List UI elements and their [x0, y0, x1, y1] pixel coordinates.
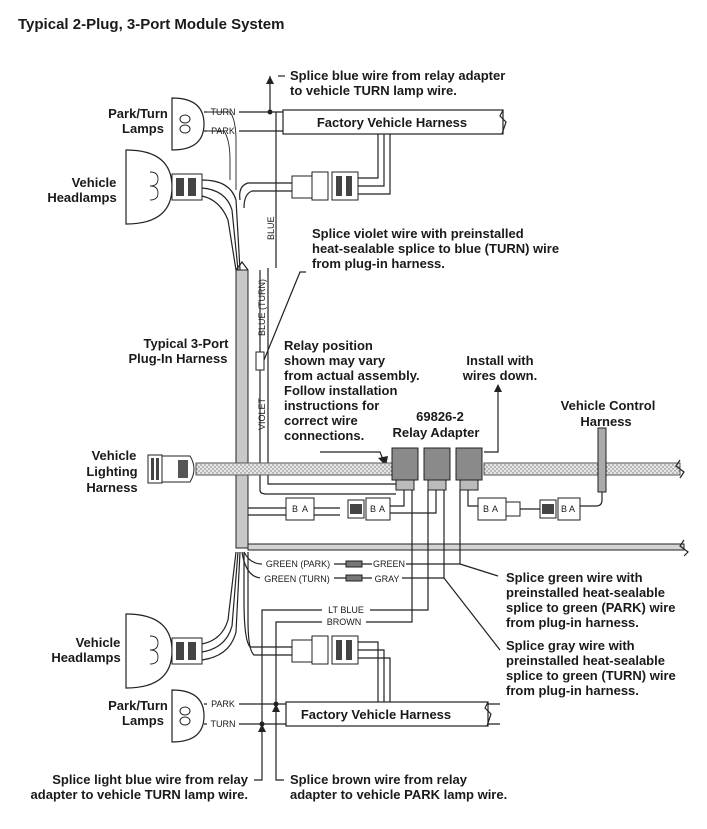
blue-turn-wire-label: BLUE (TURN) [257, 279, 267, 336]
relay-position-note-1: Relay position [284, 338, 373, 353]
install-note-2: wires down. [462, 368, 537, 383]
headlamp-connector-top [291, 171, 359, 201]
park-turn-lamp-top [171, 97, 205, 151]
vehicle-lighting-harness-label-1: Vehicle [92, 448, 137, 463]
park-wire-bottom-label: PARK [211, 699, 235, 709]
splice-brown-note-2: adapter to vehicle PARK lamp wire. [290, 787, 507, 802]
pin-b-mid: B [370, 504, 376, 514]
relay-adapter-label-2: Relay Adapter [393, 425, 480, 440]
relay-position-note-5: instructions for [284, 398, 379, 413]
relay-position-note-3: from actual assembly. [284, 368, 420, 383]
lt-blue-wire-label: LT BLUE [328, 605, 364, 615]
ba-connector-left: B A [285, 497, 315, 521]
violet-wire [259, 270, 396, 495]
vehicle-lighting-harness-label-3: Harness [86, 480, 137, 495]
splice-green-note-2: preinstalled heat-sealable [506, 585, 665, 600]
vehicle-headlamps-bottom-label-1: Vehicle [76, 635, 121, 650]
pin-a-right: A [492, 504, 498, 514]
brown-wire-label: BROWN [327, 617, 362, 627]
splice-green-note-1: Splice green wire with [506, 570, 643, 585]
relay-position-note-2: shown may vary [284, 353, 386, 368]
vehicle-lighting-harness-right [483, 462, 681, 476]
park-turn-lamps-bottom-label-2: Lamps [122, 713, 164, 728]
gray-wire-label: GRAY [375, 574, 400, 584]
green-turn-wire-label: GREEN (TURN) [264, 574, 330, 584]
splice-violet-note-1: Splice violet wire with preinstalled [312, 226, 524, 241]
splice-violet-note-3: from plug-in harness. [312, 256, 445, 271]
splice-green-note-3: splice to green (PARK) wire [506, 600, 676, 615]
park-turn-lamp-bottom [171, 689, 205, 743]
green-park-wire-label: GREEN (PARK) [266, 559, 330, 569]
park-turn-lamps-top-label-1: Park/Turn [108, 106, 168, 121]
pin-b-ctrl: B [561, 504, 567, 514]
factory-harness-bottom [285, 701, 489, 727]
plug-in-harness-label-2: Plug-In Harness [129, 351, 228, 366]
vehicle-control-harness-label-1: Vehicle Control [561, 398, 656, 413]
main-harness-bottom [247, 543, 685, 551]
park-turn-lamps-top-label-2: Lamps [122, 121, 164, 136]
vehicle-headlamps-top-label-1: Vehicle [72, 175, 117, 190]
headlamp-connector-bottom [291, 635, 359, 665]
splice-gray-note-1: Splice gray wire with [506, 638, 635, 653]
pin-a-mid: A [379, 504, 385, 514]
splice-brown-note-1: Splice brown wire from relay [290, 772, 468, 787]
splice-ltblue-note-2: adapter to vehicle TURN lamp wire. [31, 787, 248, 802]
relay-adapter [391, 447, 483, 491]
vehicle-lighting-harness-label-2: Lighting [86, 464, 137, 479]
splice-violet-note-2: heat-sealable splice to blue (TURN) wire [312, 241, 559, 256]
control-connector-pair: B A [539, 497, 581, 521]
vehicle-lighting-harness [195, 462, 393, 476]
pin-a-left: A [302, 504, 308, 514]
vehicle-headlamp-top [125, 149, 203, 225]
violet-wire-label: VIOLET [257, 397, 267, 430]
relay-position-note-4: Follow installation [284, 383, 397, 398]
splice-gray-note-2: preinstalled heat-sealable [506, 653, 665, 668]
diagram-title: Typical 2-Plug, 3-Port Module System [18, 16, 284, 33]
park-turn-lamps-bottom-label-1: Park/Turn [108, 698, 168, 713]
vehicle-headlamps-top-label-2: Headlamps [47, 190, 116, 205]
green-wire-label: GREEN [373, 559, 405, 569]
vehicle-control-harness-label-2: Harness [580, 414, 631, 429]
install-note-1: Install with [466, 353, 533, 368]
plug-in-harness-label-1: Typical 3-Port [143, 336, 229, 351]
splice-green [345, 560, 363, 568]
vehicle-headlamp-bottom [125, 613, 203, 689]
factory-harness-top [282, 109, 504, 135]
vehicle-control-harness [597, 427, 607, 493]
blue-turn-wire [267, 268, 396, 485]
lighting-harness-plug [147, 454, 195, 484]
pin-a-ctrl: A [569, 504, 575, 514]
splice-blue-note-1: Splice blue wire from relay adapter [290, 68, 505, 83]
splice-green-note-4: from plug-in harness. [506, 615, 639, 630]
pin-b-right: B [483, 504, 489, 514]
mid-connector-pair: B A [347, 497, 391, 521]
factory-harness-top-label: Factory Vehicle Harness [317, 115, 467, 130]
turn-wire-bottom-label: TURN [211, 719, 236, 729]
splice-gray-note-4: from plug-in harness. [506, 683, 639, 698]
heat-sealable-splice-violet [255, 351, 265, 371]
splice-gray [345, 574, 363, 582]
right-connector-pair: B A [477, 497, 521, 521]
relay-adapter-label-1: 69826-2 [416, 409, 464, 424]
pin-b-left: B [292, 504, 298, 514]
splice-blue-note-2: to vehicle TURN lamp wire. [290, 83, 457, 98]
vehicle-headlamps-bottom-label-2: Headlamps [51, 650, 120, 665]
splice-ltblue-note-1: Splice light blue wire from relay [52, 772, 249, 787]
plug-in-harness-trunk [235, 269, 249, 549]
relay-position-note-6: correct wire [284, 413, 358, 428]
relay-position-note-7: connections. [284, 428, 364, 443]
blue-wire-label: BLUE [266, 216, 276, 240]
splice-gray-note-3: splice to green (TURN) wire [506, 668, 676, 683]
factory-harness-bottom-label: Factory Vehicle Harness [301, 707, 451, 722]
